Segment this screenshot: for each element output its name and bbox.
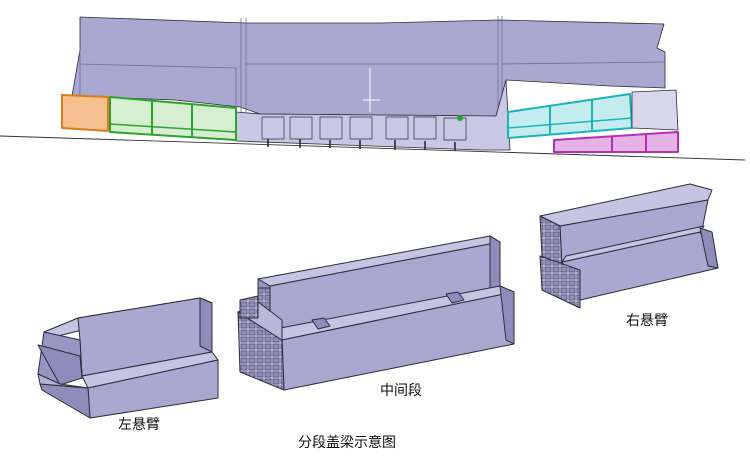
right-magenta-base bbox=[553, 131, 679, 153]
middle-segment-model bbox=[237, 235, 515, 391]
label-middle-segment: 中间段 bbox=[380, 383, 422, 399]
left-end-cell bbox=[61, 94, 109, 132]
ground-line bbox=[0, 135, 746, 161]
left-cantilever-model bbox=[37, 297, 219, 419]
right-cantilever-model bbox=[539, 183, 719, 309]
figure-caption: 分段盖梁示意图 bbox=[298, 435, 396, 451]
cap-beam-upper bbox=[71, 16, 666, 117]
label-right-cantilever: 右悬臂 bbox=[626, 313, 668, 329]
right-cyan-cells bbox=[507, 93, 633, 139]
label-left-cantilever: 左悬臂 bbox=[118, 417, 160, 433]
middle-box-lower bbox=[235, 79, 511, 151]
elevation-view bbox=[0, 16, 746, 161]
